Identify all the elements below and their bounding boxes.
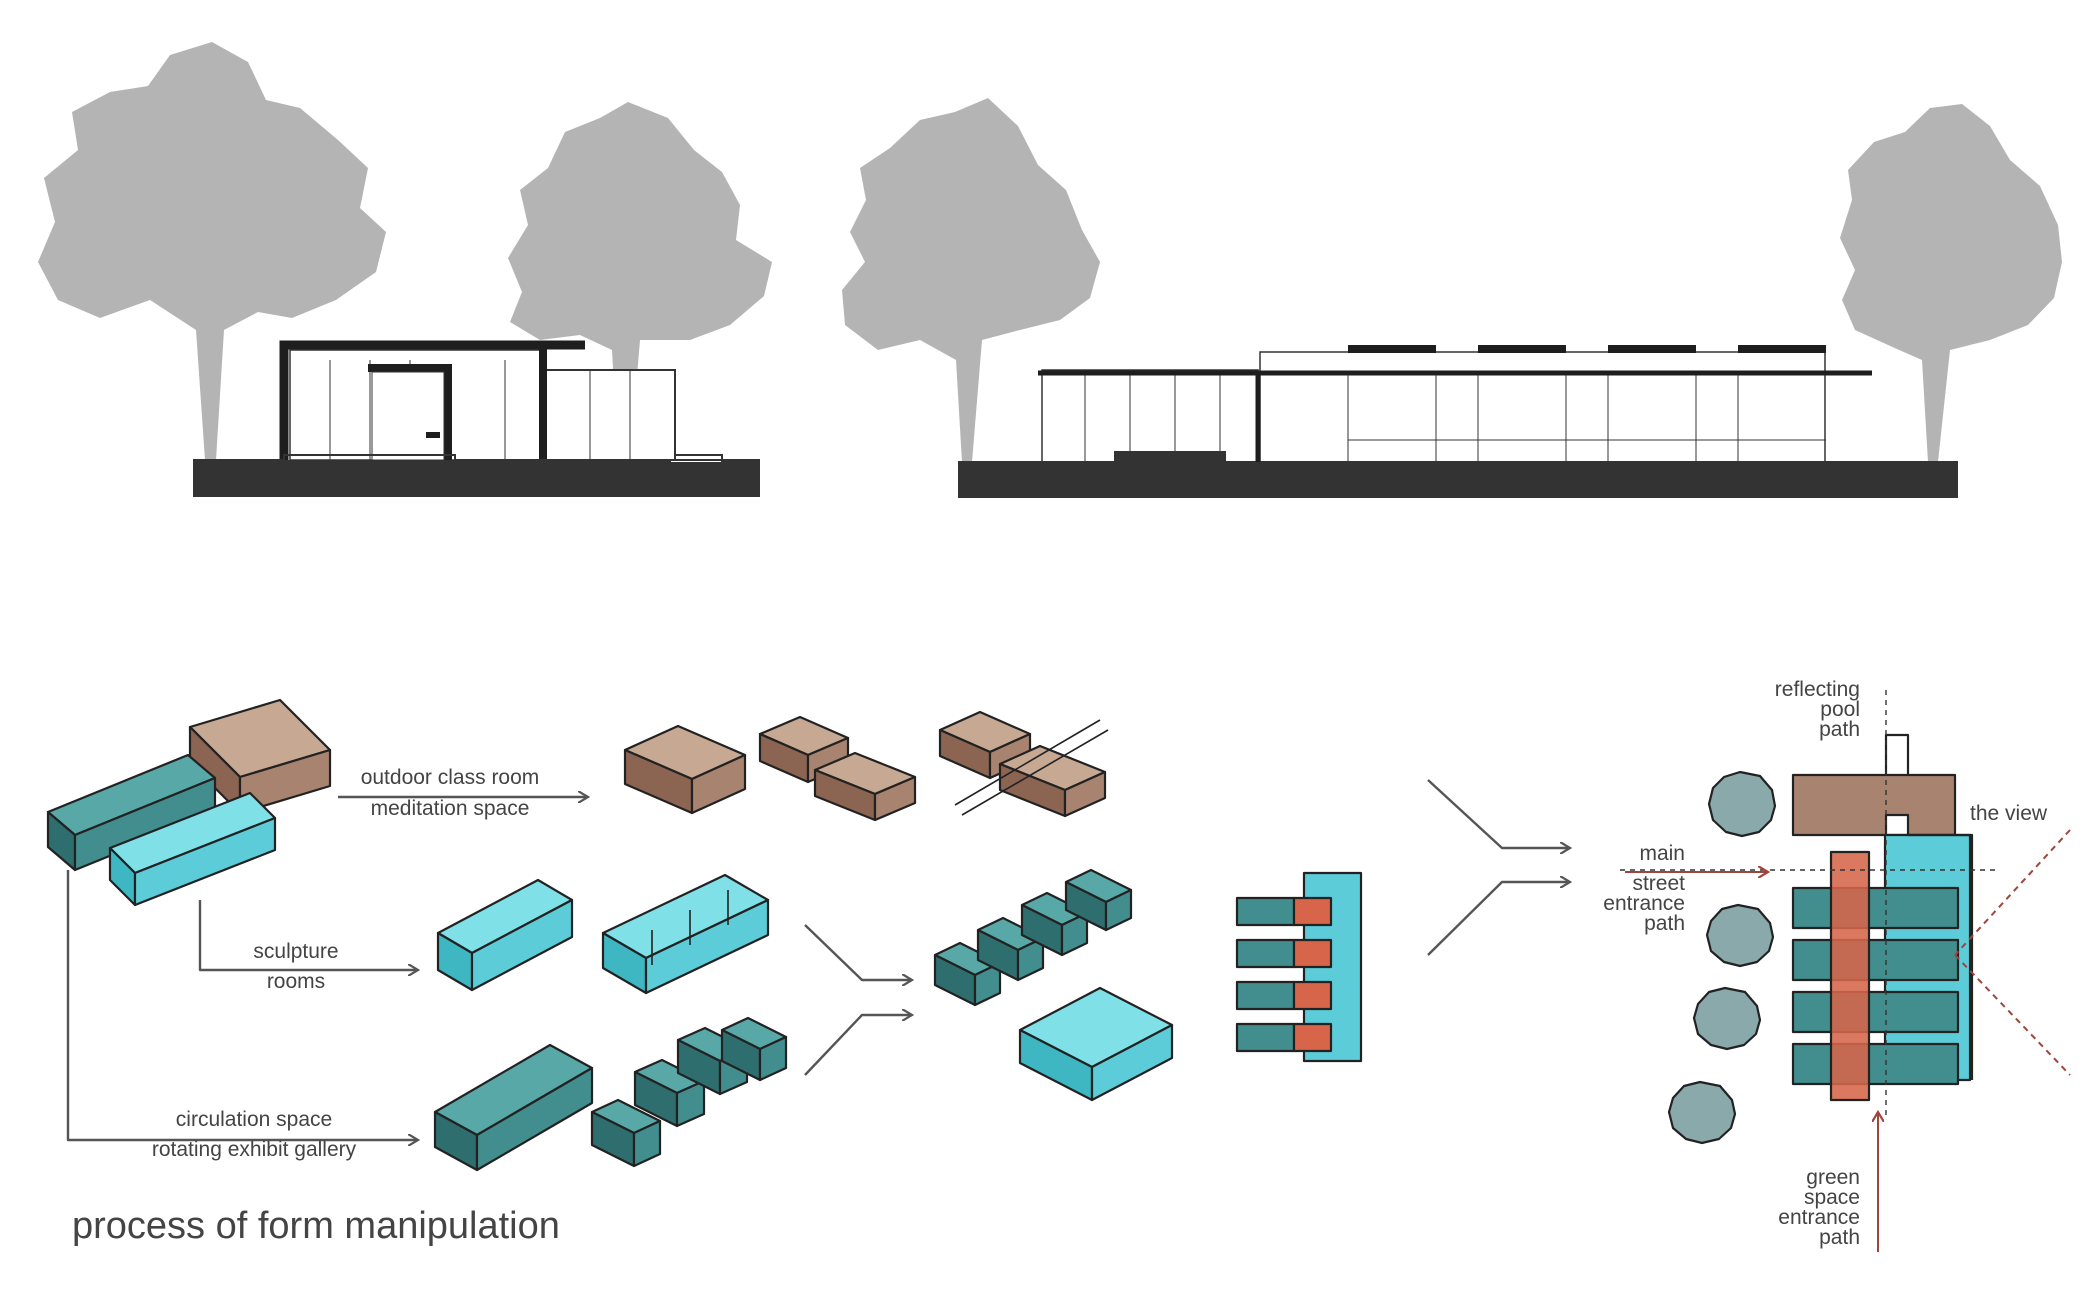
label-street-entrance: entrance	[1603, 892, 1685, 915]
clerestory	[1478, 345, 1566, 353]
diagram	[46, 690, 2071, 1252]
pavilion-frame	[279, 340, 585, 460]
label-street: street	[1632, 872, 1685, 895]
ground-step	[193, 454, 760, 461]
label-reflecting: reflecting	[1775, 678, 1860, 701]
convergence-arrows	[804, 779, 1570, 1076]
main-volume	[1259, 351, 1826, 463]
handle	[426, 432, 440, 438]
label-circulation-space: circulation space	[176, 1108, 332, 1131]
clerestory	[1348, 345, 1436, 353]
tree-icon	[1705, 903, 1775, 968]
wing-glass	[1041, 369, 1259, 463]
glass-volume	[544, 369, 676, 461]
tree-icon	[38, 42, 386, 460]
label-outdoor-classroom: outdoor class room	[361, 766, 540, 789]
ground-step	[958, 451, 1958, 463]
brown-box-3	[938, 710, 1109, 818]
diagram-title: process of form manipulation	[72, 1205, 560, 1247]
elevation-left	[38, 42, 772, 497]
label-green: green	[1806, 1166, 1860, 1189]
label-rooms: rooms	[267, 970, 325, 993]
interior-panel	[371, 371, 445, 461]
ground-slab	[193, 460, 760, 497]
inner-frame	[368, 364, 452, 460]
label-meditation-space: meditation space	[371, 797, 530, 820]
plan-composition	[1235, 871, 1363, 1063]
clerestory	[1608, 345, 1696, 353]
label-rotating-gallery: rotating exhibit gallery	[152, 1138, 357, 1161]
cyan-box-1	[436, 878, 574, 992]
label-main: main	[1639, 842, 1685, 865]
tree-icon	[1840, 104, 2062, 462]
tree-icon	[1667, 1080, 1737, 1145]
cyan-block	[108, 791, 277, 907]
clerestory	[1738, 345, 1826, 353]
label-green-space: space	[1804, 1186, 1860, 1209]
labels: outdoor class room meditation space scul…	[72, 678, 2048, 1249]
teal-box-1	[433, 1043, 594, 1172]
tree-icon	[1707, 770, 1777, 838]
brown-box-2	[758, 715, 917, 822]
site-arrows	[1625, 829, 2071, 1252]
teal-box-2	[590, 1016, 788, 1168]
tree-icon	[842, 98, 1100, 462]
label-sculpture: sculpture	[253, 940, 338, 963]
tree-icon	[508, 102, 772, 460]
label-the-view: the view	[1970, 802, 2048, 825]
site-plan	[1620, 690, 2000, 1115]
label-green-path: path	[1819, 1226, 1860, 1249]
tree-icon	[1692, 986, 1762, 1051]
label-pool-path: path	[1819, 718, 1860, 741]
ground-slab	[958, 462, 1958, 498]
combined-axonometric	[933, 868, 1174, 1102]
cyan-box-2	[601, 873, 770, 995]
flow-arrows	[66, 797, 588, 1140]
pavilion-post	[539, 345, 547, 460]
brown-box-1	[623, 724, 747, 815]
label-green-entrance: entrance	[1778, 1206, 1860, 1229]
elevation-right	[842, 98, 2062, 498]
label-pool: pool	[1820, 698, 1860, 721]
label-street-path: path	[1644, 912, 1685, 935]
